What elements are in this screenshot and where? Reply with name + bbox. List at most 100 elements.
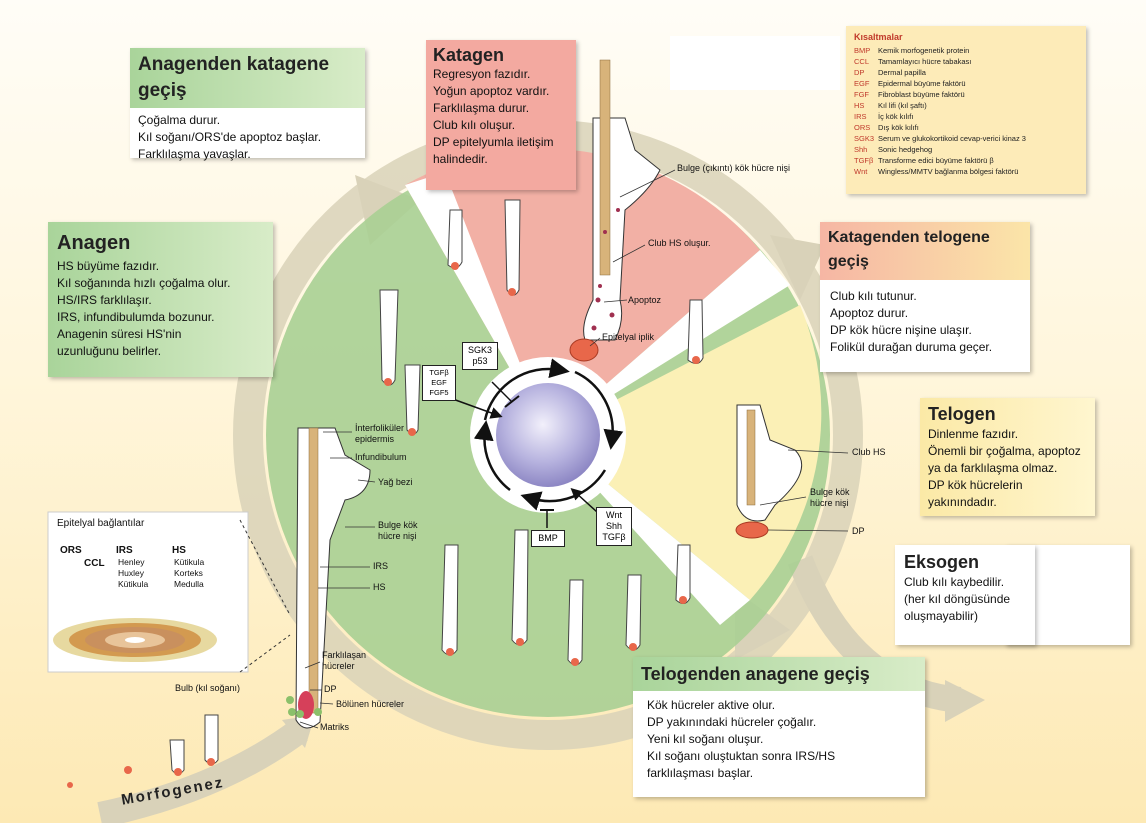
- inset-item: Korteks: [174, 568, 203, 578]
- label-line: hücre nişi: [378, 531, 417, 541]
- epithelial-inset: [47, 511, 291, 673]
- box-line: yakınındadır.: [928, 495, 997, 509]
- label-apoptoz: Apoptoz: [628, 295, 662, 305]
- label-line: İnterfoliküler: [355, 423, 405, 433]
- inset-item: Huxley: [118, 568, 144, 578]
- label-bulb: Bulb (kıl soğanı): [175, 683, 241, 693]
- abbrev-key: Shh: [854, 145, 868, 154]
- telogen-box: Telogen Dinlenme fazıdır. Önemli bir çoğ…: [920, 398, 1095, 516]
- factor-label: EGF: [431, 378, 447, 387]
- arrow-head-right: [770, 235, 825, 300]
- label-dp-right: DP: [852, 526, 865, 536]
- label-epitelyal-iplik: Epitelyal iplik: [602, 332, 655, 342]
- label-line: hücreler: [322, 661, 355, 671]
- telogen-follicle: [735, 404, 803, 539]
- box-line: HS büyüme fazıdır.: [57, 259, 160, 273]
- bmp-box: BMP: [531, 530, 565, 547]
- abbrev-value: Serum ve glukokortikoid cevap-verici kin…: [878, 134, 1026, 143]
- factor-label: Wnt: [605, 510, 622, 520]
- abbrev-key: Wnt: [854, 167, 868, 176]
- box-line: ya da farklılaşma olmaz.: [928, 461, 1058, 475]
- factor-label: SGK3: [467, 345, 492, 355]
- inset-hs-list: Kütikula Korteks Medulla: [174, 557, 204, 590]
- box-line: IRS, infundibulumda bozunur.: [57, 310, 215, 324]
- label-interfollicular: İnterfoliküler epidermis: [355, 423, 404, 445]
- abbrev-key: BMP: [854, 46, 871, 55]
- tgfb-egf-fgf5-box: TGFβ EGF FGF5: [422, 365, 456, 401]
- label-hs: HS: [373, 582, 386, 592]
- box-title-2: geçiş: [828, 253, 869, 270]
- abbrev-key: TGFβ: [854, 156, 874, 165]
- box-line: Farklılaşma yavaşlar.: [138, 147, 251, 161]
- label-infundibulum: Infundibulum: [355, 452, 407, 462]
- box-line: DP kök hücrelerin: [928, 478, 1023, 492]
- abbrev-key: HS: [854, 101, 865, 110]
- box-line: Kök hücreler aktive olur.: [647, 698, 776, 712]
- box-line: uzunluğunu belirler.: [57, 344, 162, 358]
- abbrev-key: IRS: [854, 112, 867, 121]
- box-line: Club kılı tutunur.: [830, 289, 917, 303]
- abbrev-key: FGF: [854, 90, 869, 99]
- box-line: Apoptoz durur.: [830, 306, 909, 320]
- factor-label: TGFβ: [429, 368, 449, 377]
- inset-item: Kütikula: [118, 579, 149, 589]
- anagen-follicle: [286, 427, 371, 729]
- box-line: Anagenin süresi HS'nin: [57, 327, 182, 341]
- box-title: Anagen: [57, 232, 131, 254]
- central-sphere: [496, 383, 600, 487]
- box-line: Regresyon fazıdır.: [433, 67, 531, 81]
- label-yag-bezi: Yağ bezi: [378, 477, 413, 487]
- box-line: Club kılı kaybedilir.: [904, 575, 1005, 589]
- abbrev-value: Dermal papilla: [878, 68, 926, 77]
- abbrev-value: Tamamlayıcı hücre tabakası: [878, 57, 972, 66]
- label-line: epidermis: [355, 434, 395, 444]
- label-bulge-niche-top: Bulge (çıkıntı) kök hücre nişi: [677, 163, 791, 173]
- sgk3-p53-box: SGK3 p53: [462, 342, 498, 370]
- factor-label: Shh: [605, 521, 622, 531]
- katagen-telogen-box: Katagenden telogene geçiş Club kılı tutu…: [820, 222, 1030, 372]
- inset-title: Epitelyal bağlantılar: [57, 518, 145, 529]
- label-bulge-left: Bulge kök hücre nişi: [378, 520, 418, 542]
- box-line: Kıl soğanında hızlı çoğalma olur.: [57, 276, 231, 290]
- inset-item: Kütikula: [174, 557, 205, 567]
- anagen-katagen-box: Anagenden katagene geçiş Çoğalma durur. …: [130, 48, 365, 161]
- inset-ccl: CCL: [84, 558, 105, 569]
- inset-item: Henley: [118, 557, 145, 567]
- label-line: Farklılaşan: [322, 650, 367, 660]
- box-title: Anagenden katagene geçiş: [138, 54, 330, 101]
- label-bolunen: Bölünen hücreler: [336, 699, 405, 709]
- box-line: Dinlenme fazıdır.: [928, 427, 1019, 441]
- box-line: Club kılı oluşur.: [433, 118, 516, 132]
- factor-label: FGF5: [429, 388, 449, 397]
- abbrev-value: Epidermal büyüme faktörü: [878, 79, 966, 88]
- factor-label: BMP: [538, 533, 558, 543]
- abbrev-value: Fibroblast büyüme faktörü: [878, 90, 965, 99]
- wnt-shh-tgfb-box: Wnt Shh TGFβ: [596, 507, 632, 546]
- label-club-hs: Club HS: [852, 447, 886, 457]
- box-line: halindedir.: [433, 152, 488, 166]
- anagen-box: Anagen HS büyüme fazıdır. Kıl soğanında …: [48, 222, 273, 377]
- label-dp-left: DP: [324, 684, 337, 694]
- inset-hs: HS: [172, 545, 186, 556]
- inset-irs: IRS: [116, 545, 133, 556]
- box-line: HS/IRS farklılaşır.: [57, 293, 152, 307]
- box-line: DP kök hücre nişine ulaşır.: [830, 323, 972, 337]
- abbrev-value: Transforme edici büyüme faktörü β: [878, 156, 994, 165]
- box-line: Kıl soğanı/ORS'de apoptoz başlar.: [138, 130, 322, 144]
- label-club-forming: Club HS oluşur.: [648, 238, 711, 248]
- box-line: DP yakınındaki hücreler çoğalır.: [647, 715, 817, 729]
- box-line: farklılaşması başlar.: [647, 766, 754, 780]
- box-line: Kıl soğanı oluştuktan sonra IRS/HS: [647, 749, 836, 763]
